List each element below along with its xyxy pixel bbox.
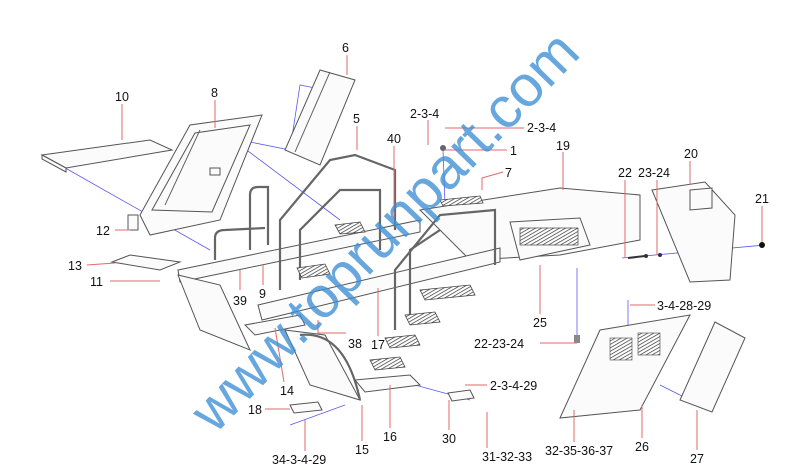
label-3-4-28-29: 3-4-28-29 — [657, 299, 711, 313]
label-11: 11 — [90, 275, 103, 289]
part-18-bracket — [289, 401, 323, 414]
part-25-vent-grille — [519, 227, 579, 246]
label-16: 16 — [383, 430, 397, 444]
label-1: 1 — [510, 144, 517, 158]
steps — [296, 195, 484, 371]
label-39: 39 — [233, 294, 247, 308]
part-12-bracket — [127, 214, 139, 231]
label-20: 20 — [684, 147, 698, 161]
part-8-hatch-door — [139, 114, 263, 236]
label-22: 22 — [618, 166, 632, 180]
part-20-cover — [651, 181, 736, 283]
label-17: 17 — [371, 338, 385, 352]
label-9: 9 — [259, 287, 266, 301]
part-13-plate — [110, 254, 182, 271]
label-34-3-4-29: 34-3-4-29 — [272, 453, 326, 467]
label-40: 40 — [387, 132, 401, 146]
part-10-top-cover — [40, 139, 174, 173]
part-15-side-panel — [284, 329, 362, 401]
label-27: 27 — [690, 452, 704, 466]
label-5: 5 — [353, 112, 360, 126]
label-2-3-4-29: 2-3-4-29 — [490, 379, 537, 393]
part-30-bracket — [447, 389, 475, 402]
label-10: 10 — [115, 90, 129, 104]
label-2-3-4-b: 2-3-4 — [527, 121, 556, 135]
label-2-3-4-a: 2-3-4 — [410, 107, 439, 121]
label-22-23-24: 22-23-24 — [474, 337, 524, 351]
label-18: 18 — [248, 403, 262, 417]
label-13: 13 — [68, 259, 82, 273]
fasteners — [440, 145, 765, 343]
label-32-35-36-37: 32-35-36-37 — [545, 444, 613, 458]
label-23-24: 23-24 — [638, 166, 670, 180]
part-39-side-panel — [177, 274, 251, 351]
part-16-step-base — [354, 374, 422, 393]
label-25: 25 — [533, 316, 547, 330]
part-6-side-plate — [284, 69, 356, 166]
label-12: 12 — [96, 224, 110, 238]
label-31-32-33: 31-32-33 — [482, 450, 532, 464]
part-26-door-panel — [559, 314, 691, 419]
label-6: 6 — [342, 41, 349, 55]
label-7: 7 — [505, 166, 512, 180]
label-8: 8 — [211, 86, 218, 100]
part-labels: 6 10 8 2-3-4 2-3-4 5 40 1 7 19 22 23-24 … — [68, 41, 769, 467]
label-38: 38 — [348, 337, 362, 351]
part-14-bracket — [243, 314, 306, 336]
label-30: 30 — [442, 432, 456, 446]
label-14: 14 — [280, 384, 294, 398]
handrails — [213, 153, 497, 330]
label-26: 26 — [635, 440, 649, 454]
label-19: 19 — [556, 139, 570, 153]
label-21: 21 — [755, 192, 769, 206]
leader-lines — [86, 55, 763, 451]
label-15: 15 — [355, 443, 369, 457]
part-27-side-plate — [679, 321, 746, 413]
